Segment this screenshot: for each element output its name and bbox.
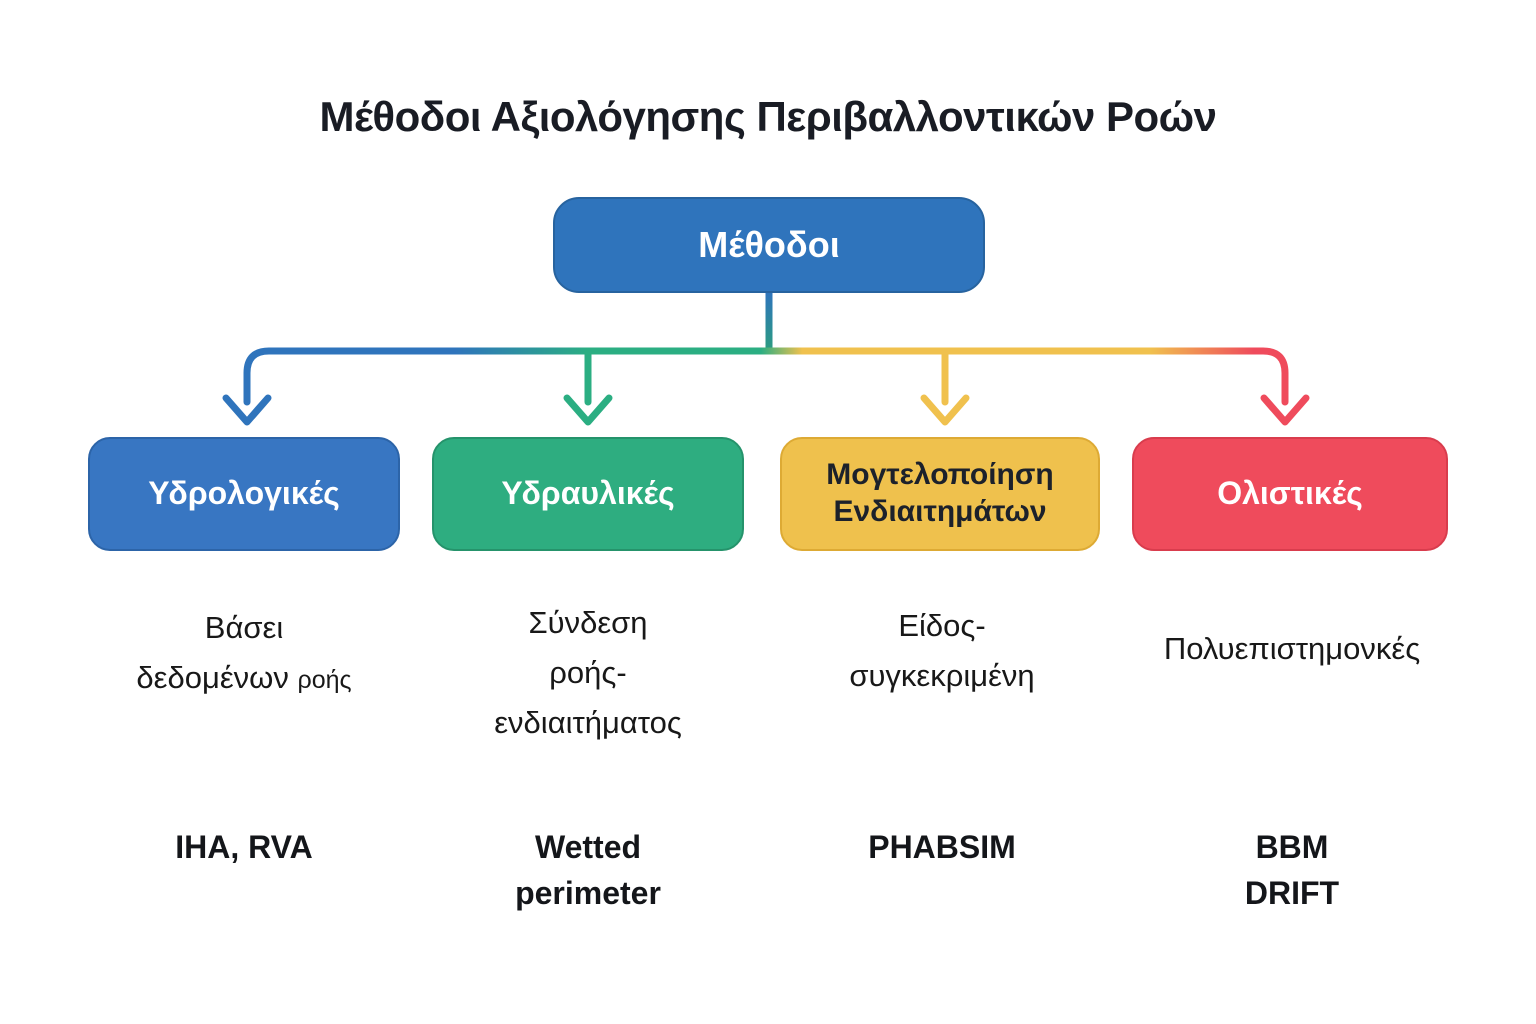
branch-examples-habitat-modelling: PHABSIM bbox=[868, 829, 1016, 865]
branch-box-hydrological: Υδρολογικές bbox=[88, 437, 400, 551]
root-node-label: Μέθοδοι bbox=[698, 224, 840, 265]
branch-box-habitat-modelling-label: Μογτελοποίηση Ενδιαιτημάτων bbox=[826, 458, 1054, 528]
arrowhead-green-icon bbox=[563, 394, 613, 426]
branch-rail-line bbox=[243, 347, 1289, 406]
branch-description-holistic: Πολυεπιστημονκές bbox=[1163, 631, 1421, 666]
branch-examples-hydraulic: Wetted perimeter bbox=[515, 829, 661, 911]
branch-description-hydraulic: Σύνδεση ροής- ενδιαιτήματος bbox=[494, 605, 682, 740]
arrowhead-red-icon bbox=[1260, 394, 1310, 426]
branch-box-hydrological-label: Υδρολογικές bbox=[148, 475, 340, 512]
diagram-title: Μέθοδοι Αξιολόγησης Περιβαλλοντικών Ροών bbox=[319, 93, 1217, 140]
branch-examples-hydrological: IHA, RVA bbox=[175, 829, 313, 865]
branch-description-habitat-modelling: Είδος- συγκεκριμένη bbox=[849, 608, 1035, 693]
branch-box-hydraulic-label: Υδραυλικές bbox=[501, 475, 675, 512]
branch-box-holistic-label: Ολιστικές bbox=[1217, 475, 1363, 512]
root-node-methods: Μέθοδοι bbox=[553, 197, 985, 293]
branch-box-hydraulic: Υδραυλικές bbox=[432, 437, 744, 551]
arrowhead-blue-icon bbox=[222, 394, 272, 426]
branch-examples-holistic: BBM DRIFT bbox=[1244, 829, 1340, 911]
branch-box-holistic: Ολιστικές bbox=[1132, 437, 1448, 551]
branch-description-hydrological: Βάσει δεδομένων ροής bbox=[136, 610, 352, 695]
arrowhead-yellow-icon bbox=[920, 394, 970, 426]
branch-box-habitat-modelling: Μογτελοποίηση Ενδιαιτημάτων bbox=[780, 437, 1100, 551]
